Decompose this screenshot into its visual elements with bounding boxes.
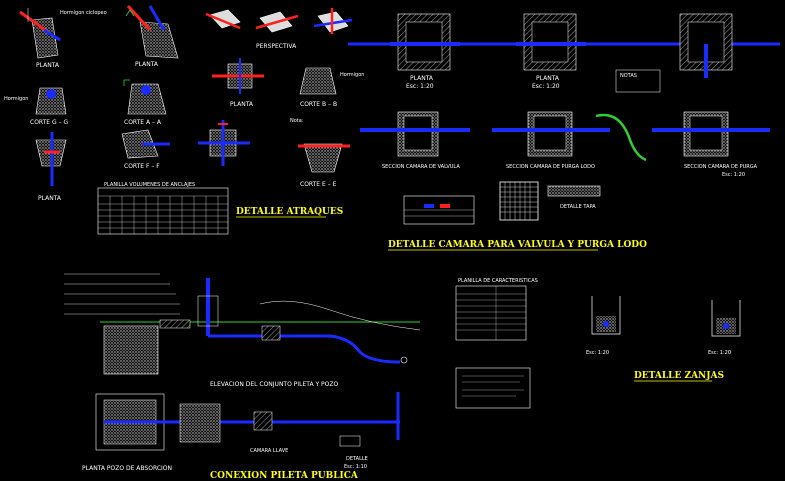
anchor-plan-1: Hormigon ciclopeo PLANTA (19, 8, 107, 69)
chamber-label-planta-b: PLANTA (536, 75, 560, 82)
label-planta-2: PLANTA (135, 61, 159, 68)
label-corte-f: CORTE F – F (124, 163, 160, 170)
chamber-label-escala-b: Esc: 1:20 (532, 83, 560, 90)
anchor-volume-table: PLANILLA VOLUMENES DE ANCLAJES (97, 182, 229, 235)
absorption-pit-elevation (103, 319, 191, 375)
chamber-label-seccion-2: SECCION CAMARA DE PURGA LODO (506, 164, 595, 170)
connection-panel: ELEVACION DEL CONJUNTO PILETA Y POZO PLA… (64, 273, 421, 481)
anchor-plan-2: PLANTA (125, 4, 179, 68)
absorption-pit-plan: PLANTA POZO DE ABSORCION CAMARA LLAVE DE… (82, 392, 400, 472)
label-corte-g: CORTE G – G (30, 119, 68, 126)
conn-label-planta-pozo: PLANTA POZO DE ABSORCION (82, 465, 172, 472)
anchor-details-panel: Hormigon ciclopeo PLANTA PLANTA PERSPECT… (4, 4, 364, 235)
chamber-label-notas: NOTAS (620, 73, 637, 79)
anchor-section-b: Hormigon CORTE B – B (299, 67, 364, 108)
chamber-label-escala-a: Esc: 1:20 (406, 83, 434, 90)
anchor-panel-title: DETALLE ATRAQUES (236, 207, 343, 217)
trench-panel-title: DETALLE ZANJAS (634, 371, 724, 381)
chamber-label-seccion-3: SECCION CAMARA DE PURGA (684, 164, 758, 170)
notes-box (455, 367, 531, 409)
chamber-label-escala-c: Esc: 1:20 (722, 172, 745, 178)
conn-label-elevacion: ELEVACION DEL CONJUNTO PILETA Y POZO (210, 381, 338, 388)
conn-label-camara: CAMARA LLAVE (250, 448, 288, 454)
chamber-section-1: SECCION CAMARA DE VALVULA (360, 111, 470, 170)
anchor-table-title: PLANILLA VOLUMENES DE ANCLAJES (104, 182, 195, 188)
trench-panel: PLANILLA DE CARACTERISTICAS Esc: 1:20 (455, 278, 741, 409)
label-corte-b: CORTE B – B (300, 101, 337, 108)
chamber-label-seccion-1: SECCION CAMARA DE VALVULA (382, 164, 460, 170)
label-perspectiva: PERSPECTIVA (256, 43, 297, 50)
chamber-section-3: SECCION CAMARA DE PURGA Esc: 1:20 (595, 111, 770, 178)
anchor-section-f: CORTE F – F (121, 129, 170, 170)
trench-label-escala-b: Esc: 1:20 (708, 350, 731, 356)
anchor-plan-4: PLANTA (35, 132, 67, 202)
label-planta-1: PLANTA (36, 62, 60, 69)
anchor-section-g: Hormigon CORTE G – G (4, 87, 68, 126)
characteristics-table: PLANILLA DE CARACTERISTICAS (455, 278, 538, 341)
anchor-perspective: PERSPECTIVA (205, 8, 353, 50)
label-corte-a: CORTE A – A (124, 119, 162, 126)
trench-table-title: PLANILLA DE CARACTERISTICAS (458, 278, 538, 284)
trench-label-escala-a: Esc: 1:20 (586, 350, 609, 356)
chamber-plan-3: NOTAS (615, 13, 733, 93)
svg-text:Hormigon ciclopeo: Hormigon ciclopeo (60, 10, 107, 16)
label-planta-4: PLANTA (38, 195, 62, 202)
label-nota: Nota: (290, 118, 304, 124)
chamber-plan-2: PLANTA Esc: 1:20 (516, 13, 586, 90)
anchor-plan-3: PLANTA (212, 58, 264, 108)
chamber-label-planta-a: PLANTA (410, 75, 434, 82)
chamber-panel-title: DETALLE CAMARA PARA VALVULA Y PURGA LODO (388, 240, 647, 250)
connection-panel-title: CONEXION PILETA PUBLICA (210, 471, 359, 481)
chamber-details-panel: PLANTA Esc: 1:20 PLANTA Esc: 1:20 NOTAS … (348, 13, 780, 251)
chamber-lid: DETALLE TAPA (547, 185, 601, 210)
chamber-rebar-grid (499, 181, 539, 221)
label-corte-e: CORTE E – E (300, 181, 337, 188)
svg-text:Hormigon: Hormigon (340, 72, 364, 78)
conn-label-detalle: DETALLE (346, 456, 368, 462)
anchor-cross (198, 120, 250, 166)
svg-text:Hormigon: Hormigon (4, 96, 28, 102)
chamber-section-2: SECCION CAMARA DE PURGA LODO (492, 111, 610, 170)
trench-section-a: Esc: 1:20 (586, 296, 621, 356)
chamber-label-tapa: DETALLE TAPA (560, 204, 596, 210)
anchor-section-e: Nota: CORTE E – E (290, 118, 350, 188)
chamber-plan-1: PLANTA Esc: 1:20 (390, 13, 460, 90)
trench-section-b: Esc: 1:20 (708, 300, 741, 356)
conn-label-escala: Esc: 1:10 (344, 464, 367, 470)
chamber-small-table (403, 195, 475, 225)
label-planta-3: PLANTA (230, 101, 254, 108)
anchor-section-a: CORTE A – A (123, 79, 167, 126)
